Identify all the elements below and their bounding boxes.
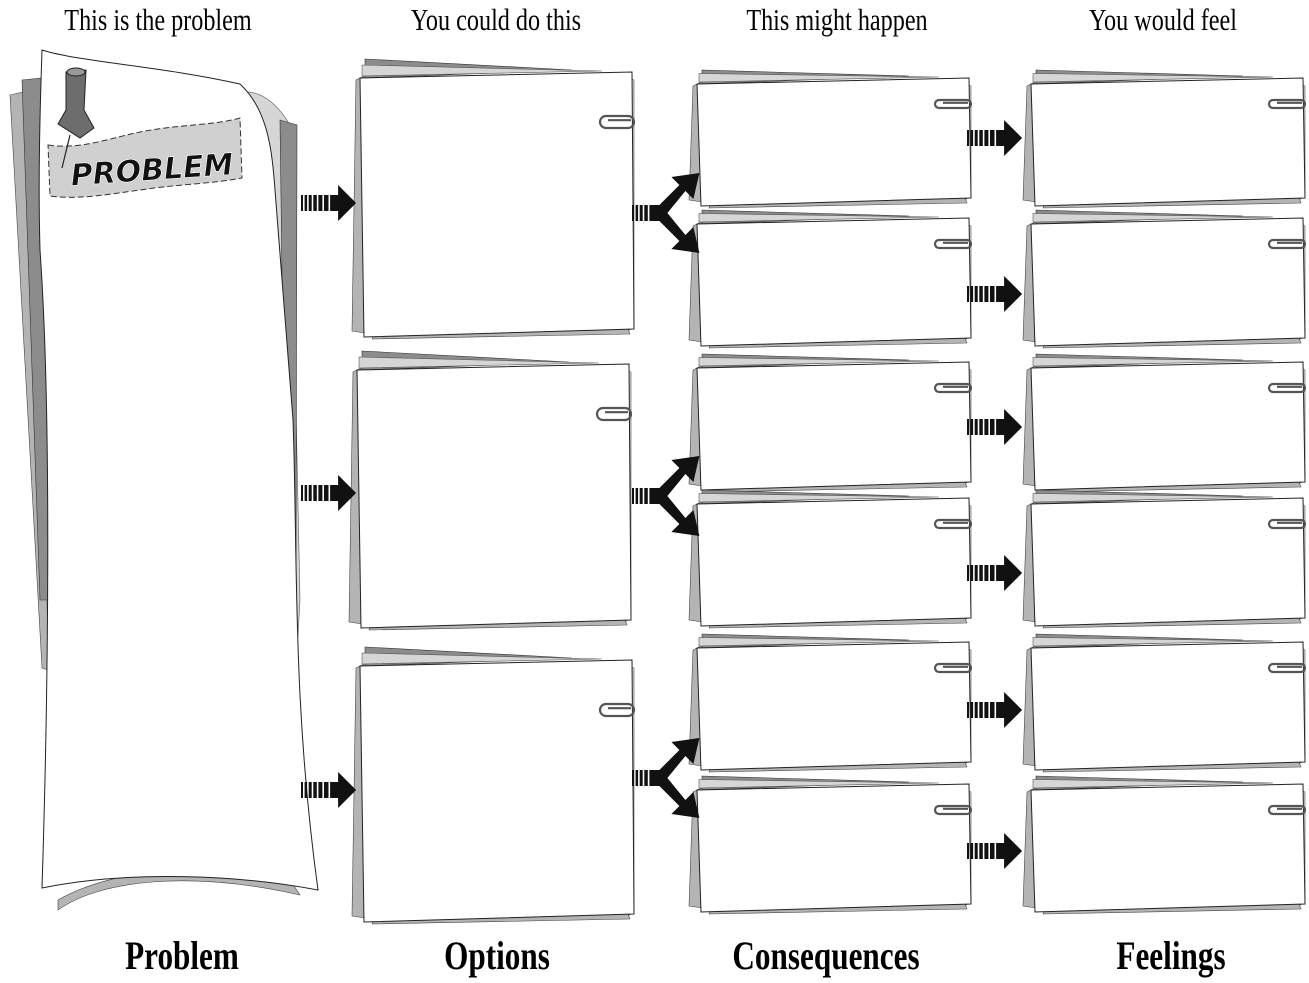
paperclip-icon	[933, 98, 973, 110]
paperclip-icon	[595, 406, 633, 422]
consequences-column-footer: Consequences	[732, 933, 920, 978]
consequence-card	[688, 489, 973, 629]
paperclip-icon	[933, 662, 973, 674]
feeling-card	[1022, 775, 1307, 915]
consequence-card	[688, 633, 973, 773]
striped-arrow-icon	[967, 276, 1023, 312]
striped-arrow-icon	[967, 409, 1023, 445]
paperclip-icon	[1267, 238, 1307, 250]
consequences-column-header: This might happen	[746, 2, 928, 37]
feeling-card	[1022, 633, 1307, 773]
paperclip-icon	[933, 804, 973, 816]
problem-banner	[47, 117, 243, 198]
feeling-card	[1022, 69, 1307, 209]
option-card	[351, 58, 636, 340]
paperclip-icon	[1267, 382, 1307, 394]
feeling-card	[1022, 489, 1307, 629]
consequence-card	[688, 775, 973, 915]
split-arrow-icon	[632, 456, 700, 536]
striped-arrow-icon	[967, 120, 1023, 156]
striped-arrow-icon	[301, 475, 357, 511]
options-column-footer: Options	[444, 933, 550, 978]
problem-scroll	[9, 49, 319, 911]
consequence-card	[688, 69, 973, 209]
split-arrow-icon	[632, 738, 700, 818]
consequence-card	[688, 353, 973, 493]
striped-arrow-icon	[967, 833, 1023, 869]
card-layer	[348, 58, 1307, 925]
paperclip-icon	[598, 114, 636, 130]
feelings-column-header: You would feel	[1088, 2, 1238, 37]
striped-arrow-icon	[301, 772, 357, 808]
pushpin-icon	[57, 67, 95, 169]
paperclip-icon	[1267, 804, 1307, 816]
option-card	[348, 350, 633, 631]
striped-arrow-icon	[301, 185, 357, 221]
consequence-card	[688, 209, 973, 349]
arrow-layer	[301, 120, 1023, 869]
options-column-header: You could do this	[410, 2, 582, 37]
paperclip-icon	[933, 238, 973, 250]
paperclip-icon	[933, 518, 973, 530]
striped-arrow-icon	[967, 555, 1023, 591]
feelings-column-footer: Feelings	[1116, 933, 1226, 978]
split-arrow-icon	[632, 173, 700, 253]
problem-column-header: This is the problem	[64, 2, 252, 37]
feeling-card	[1022, 353, 1307, 493]
option-card	[351, 646, 636, 925]
paperclip-icon	[1267, 662, 1307, 674]
problem-column-footer: Problem	[125, 933, 239, 978]
paperclip-icon	[1267, 98, 1307, 110]
feeling-card	[1022, 209, 1307, 349]
paperclip-icon	[1267, 518, 1307, 530]
striped-arrow-icon	[967, 692, 1023, 728]
paperclip-icon	[933, 382, 973, 394]
paperclip-icon	[598, 702, 636, 718]
